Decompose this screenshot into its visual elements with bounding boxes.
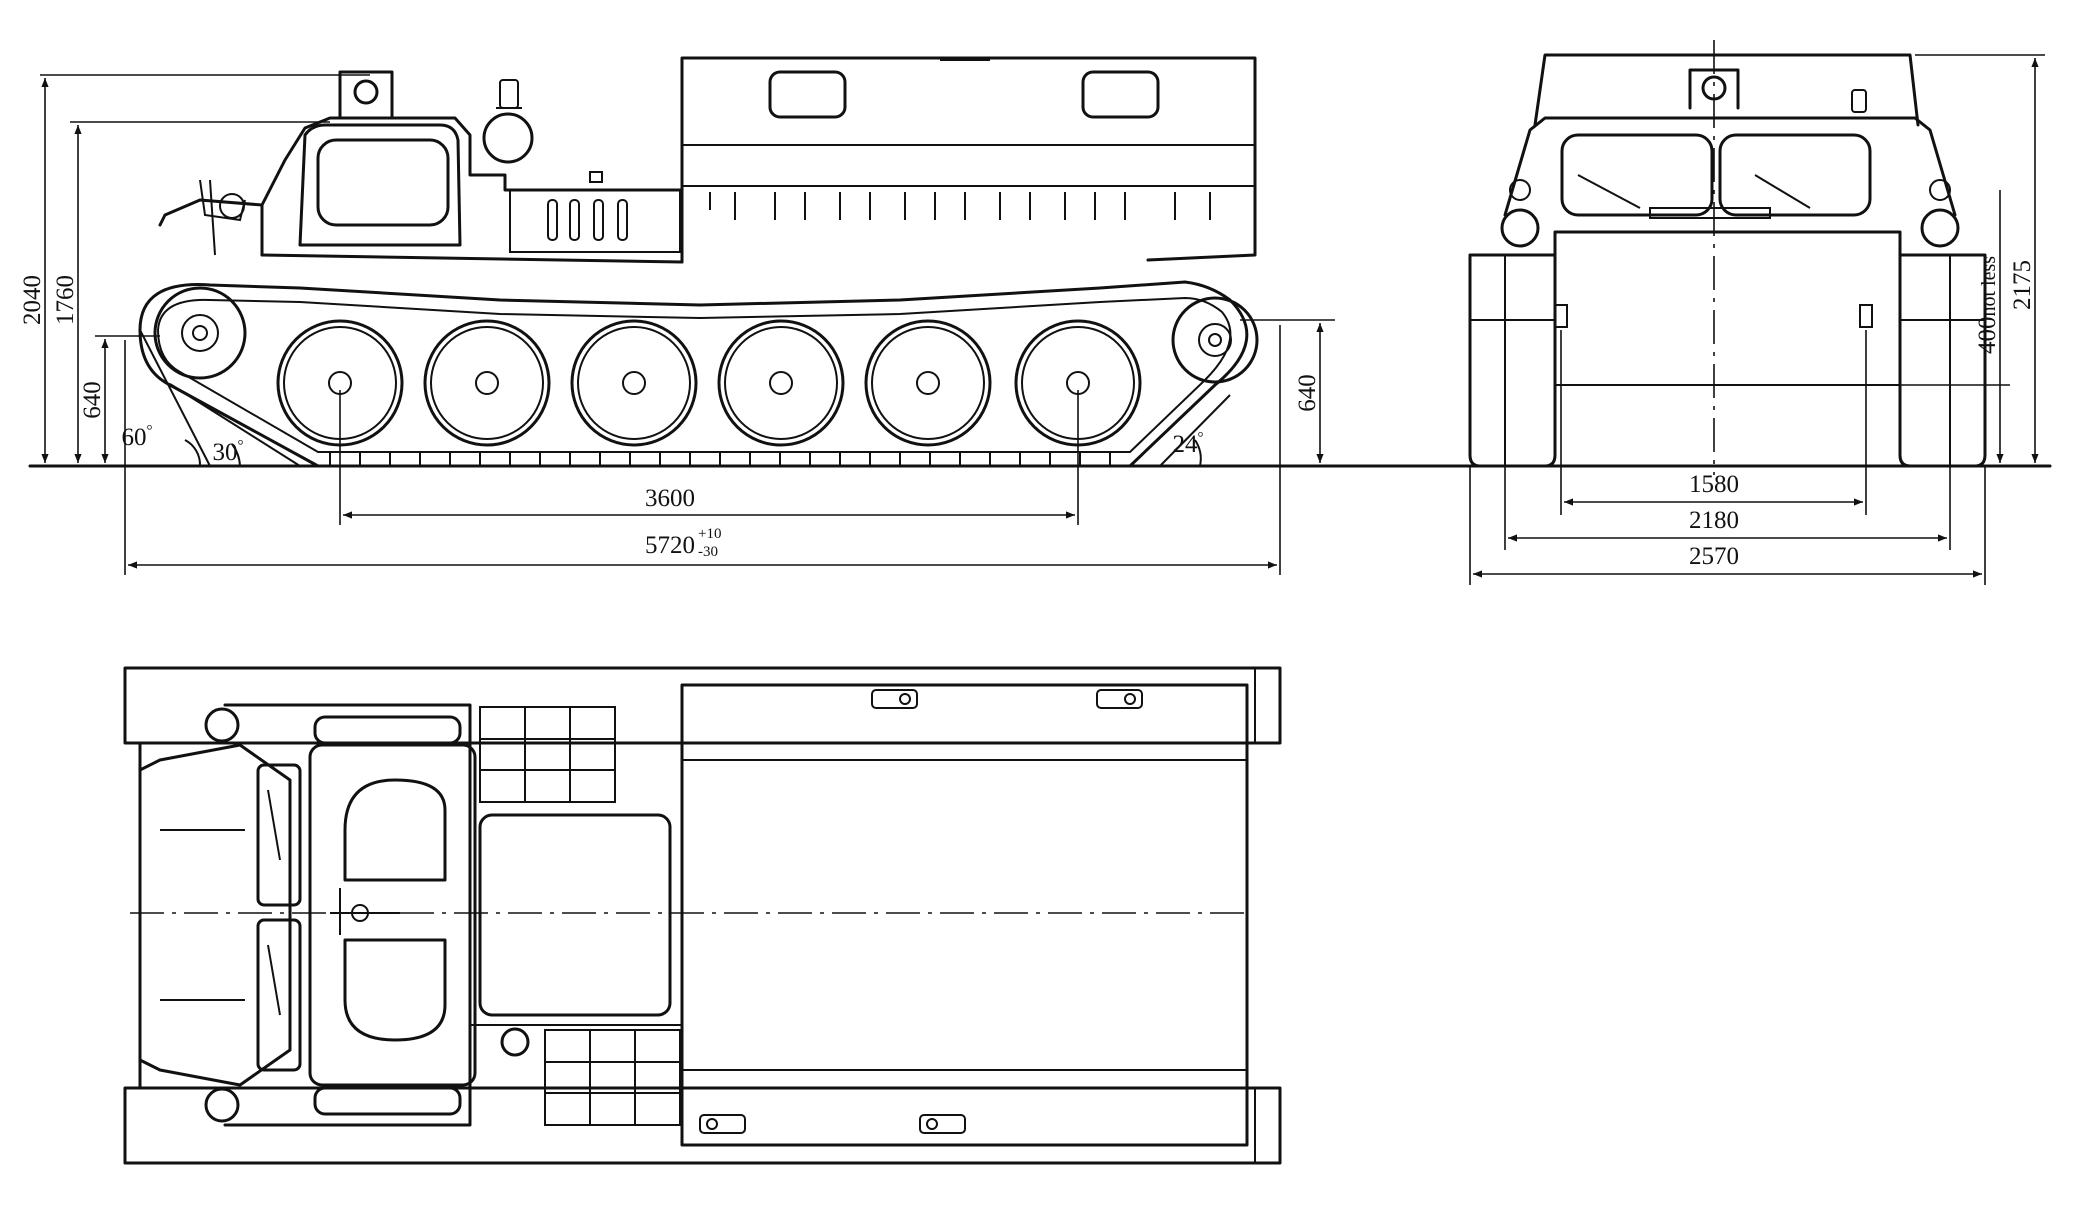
idler-wheel bbox=[1171, 296, 1259, 384]
drive-sprocket bbox=[153, 286, 247, 380]
angle-approach: 60° bbox=[122, 423, 153, 451]
track-links bbox=[329, 452, 1111, 466]
cargo-ribs bbox=[709, 192, 1211, 220]
dim-track-outer: 2180 bbox=[1689, 507, 1739, 534]
dim-ground-clearance: 400not less bbox=[1974, 256, 2001, 354]
dim-front-height-total: 2175 bbox=[2009, 260, 2036, 310]
side-view: 2040 1760 640 640 60° 30° 24° 3600 5720 … bbox=[19, 56, 1547, 575]
dim-height-cab: 1760 bbox=[52, 275, 79, 325]
road-wheels bbox=[276, 319, 1142, 447]
top-view bbox=[123, 666, 1282, 1165]
dim-width-total: 2570 bbox=[1689, 543, 1739, 570]
dim-length-base: 5720 bbox=[645, 532, 695, 559]
dim-track-inner: 1580 bbox=[1689, 471, 1739, 498]
angle-track-front: 30° bbox=[213, 438, 244, 466]
dim-length-tol-minus: -30 bbox=[698, 544, 718, 560]
dim-height-total: 2040 bbox=[19, 275, 46, 325]
front-view: 2175 400not less 1580 2180 2570 bbox=[1468, 40, 2052, 585]
dim-wheelbase: 3600 bbox=[645, 485, 695, 512]
dim-length-total: 5720 +10 -30 bbox=[645, 526, 721, 560]
track-outline bbox=[138, 280, 1249, 468]
dim-hitch-front: 640 bbox=[79, 381, 106, 419]
dim-hitch-rear: 640 bbox=[1294, 374, 1321, 412]
dim-length-tol-plus: +10 bbox=[698, 526, 721, 542]
angle-departure: 24° bbox=[1173, 430, 1204, 458]
